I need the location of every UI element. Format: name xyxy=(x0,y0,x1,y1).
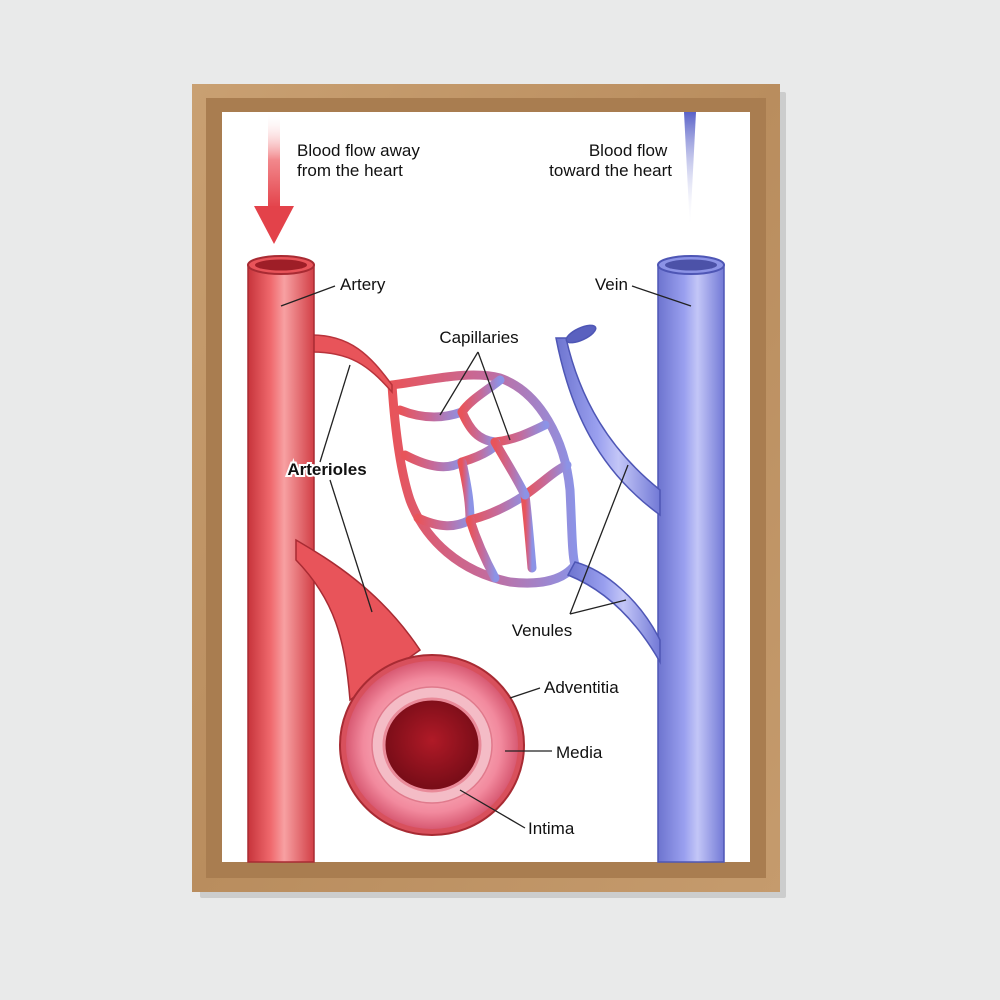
flow-away-text: Blood flow away from the heart xyxy=(297,141,425,180)
upper-arteriole xyxy=(311,334,393,394)
capillary-network xyxy=(387,370,580,588)
adventitia-label: Adventitia xyxy=(544,678,619,697)
venules-label: Venules xyxy=(512,621,573,640)
capillaries-label: Capillaries xyxy=(439,328,518,347)
lower-venule-branch xyxy=(566,561,661,665)
intima-label: Intima xyxy=(528,819,575,838)
flow-away-arrow-icon xyxy=(254,112,294,244)
vein-vessel xyxy=(657,255,725,863)
circulation-diagram: Blood flow away from the heart Blood flo… xyxy=(247,112,725,863)
flow-toward-text: Blood flow toward the heart xyxy=(549,141,672,180)
arteriole-cross-section xyxy=(339,654,525,836)
vein-label: Vein xyxy=(595,275,628,294)
media-label: Media xyxy=(556,743,603,762)
upper-venule-opening xyxy=(565,324,597,344)
flow-toward-arrow-icon xyxy=(684,112,696,230)
artery-label: Artery xyxy=(340,275,386,294)
upper-venule-branch xyxy=(555,337,661,517)
arterioles-label: Arterioles xyxy=(287,460,366,479)
